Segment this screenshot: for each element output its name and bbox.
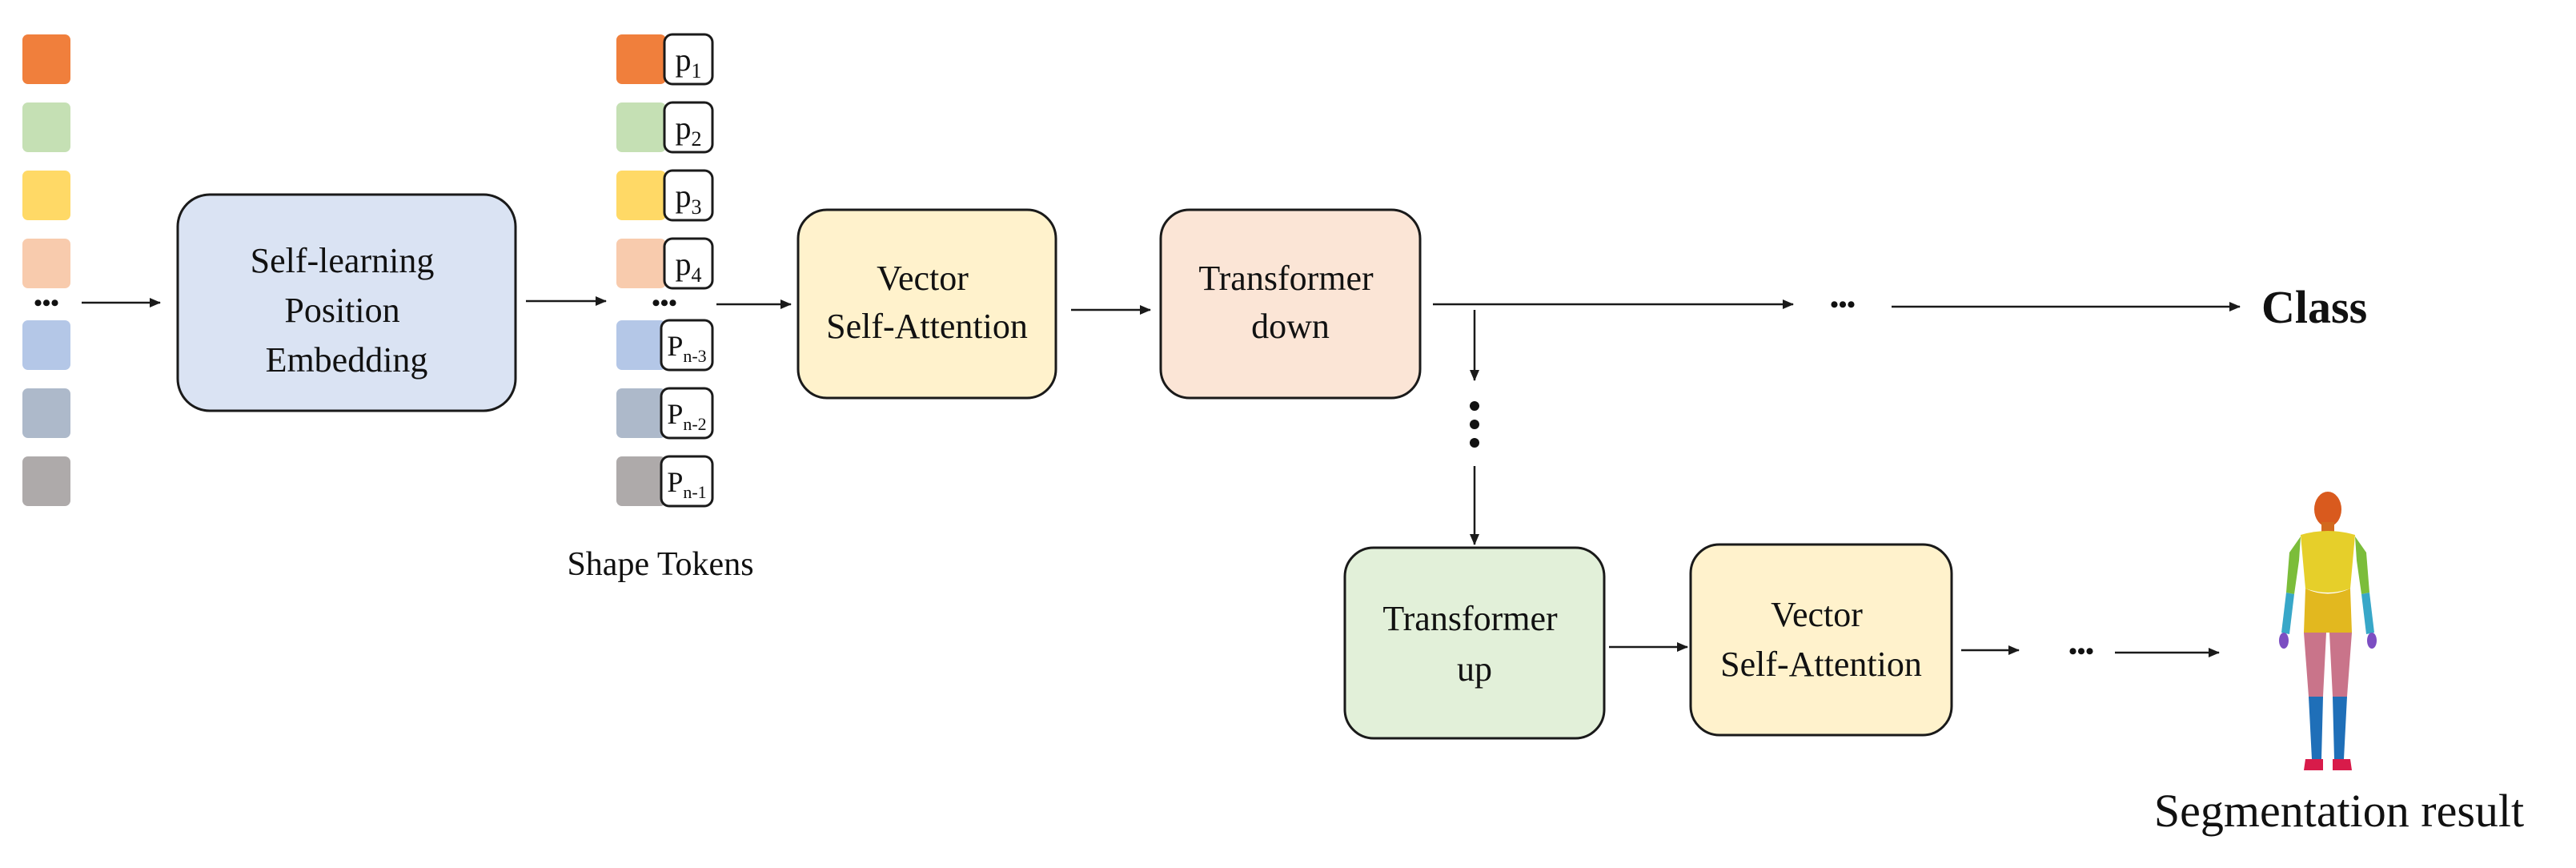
- token-label-7: Pn-1: [660, 455, 714, 508]
- vector-self-attention-block-1: Vector Self-Attention: [796, 208, 1057, 400]
- transformer-down-line-1: Transformer: [1198, 259, 1374, 298]
- svg-text:Pn-3: Pn-3: [667, 330, 706, 366]
- token-1-subscript: 1: [692, 59, 702, 82]
- token-label-4: p4: [663, 237, 714, 290]
- svg-text:Vector Self-Attention: Vector Self-Attention: [1720, 595, 1922, 684]
- input-token-4: [22, 239, 70, 288]
- position-embedding-line-1: Self-learning: [251, 241, 435, 280]
- token-label-1: p1: [663, 33, 714, 86]
- token-4-subscript: 4: [692, 263, 702, 287]
- shape-token-column: p1 p2 p3 p4 ••• Pn-3 Pn-2 Pn-1: [616, 33, 714, 508]
- transformer-up-line-2: up: [1457, 649, 1492, 689]
- transformer-down-block: Transformer down: [1159, 208, 1422, 400]
- svg-text:p4: p4: [676, 246, 702, 287]
- token-label-3: p3: [663, 169, 714, 222]
- input-ellipsis: •••: [34, 290, 59, 316]
- class-output-label: Class: [2261, 281, 2367, 333]
- vertical-ellipsis: [1470, 401, 1479, 448]
- input-token-6: [22, 388, 70, 438]
- token-2-subscript: 2: [692, 127, 702, 151]
- svg-text:Transformer down: Transformer down: [1198, 259, 1382, 346]
- token-6-subscript: n-2: [683, 414, 706, 434]
- svg-text:Pn-1: Pn-1: [667, 466, 706, 502]
- input-token-2: [22, 102, 70, 152]
- vector-self-attention-2-line-1: Vector: [1771, 595, 1863, 634]
- position-embedding-line-2: Position: [284, 291, 399, 330]
- segmented-human-body-icon: [2279, 492, 2377, 770]
- class-branch-ellipsis: •••: [1830, 291, 1856, 318]
- vector-self-attention-2-line-2: Self-Attention: [1720, 645, 1922, 684]
- shape-token-color-3: [616, 171, 666, 220]
- vector-self-attention-1-line-1: Vector: [877, 259, 969, 298]
- token-label-2: p2: [663, 101, 714, 154]
- position-embedding-block: Self-learning Position Embedding: [176, 193, 517, 412]
- shape-token-color-6: [616, 388, 666, 438]
- vector-self-attention-block-2: Vector Self-Attention: [1689, 543, 1953, 737]
- transformer-up-block: Transformer up: [1343, 546, 1606, 740]
- token-1-base: p: [676, 42, 692, 78]
- shape-token-color-1: [616, 34, 666, 84]
- svg-text:Transformer up: Transformer up: [1382, 599, 1566, 689]
- shape-token-color-7: [616, 456, 666, 506]
- token-2-base: p: [676, 110, 692, 146]
- token-6-base: P: [667, 398, 683, 430]
- svg-text:p2: p2: [676, 110, 702, 151]
- svg-text:p3: p3: [676, 178, 702, 219]
- token-label-5: Pn-3: [660, 319, 714, 372]
- segmentation-result-label: Segmentation result: [2154, 785, 2524, 837]
- token-5-subscript: n-3: [683, 346, 706, 366]
- token-4-base: p: [676, 246, 692, 282]
- transformer-up-line-1: Transformer: [1382, 599, 1558, 638]
- shape-token-color-4: [616, 239, 666, 288]
- input-token-5: [22, 320, 70, 370]
- token-7-subscript: n-1: [683, 482, 706, 502]
- position-embedding-line-3: Embedding: [266, 340, 428, 380]
- input-token-7: [22, 456, 70, 506]
- token-label-6: Pn-2: [660, 387, 714, 440]
- input-token-1: [22, 34, 70, 84]
- token-5-base: P: [667, 330, 683, 362]
- token-3-subscript: 3: [692, 195, 702, 219]
- input-token-column: •••: [22, 34, 70, 506]
- shape-token-color-5: [616, 320, 666, 370]
- vector-self-attention-1-line-2: Self-Attention: [826, 307, 1028, 346]
- input-token-3: [22, 171, 70, 220]
- shape-tokens-caption: Shape Tokens: [567, 546, 753, 583]
- segmentation-branch-ellipsis: •••: [2068, 638, 2094, 665]
- svg-text:Vector Self-Attention: Vector Self-Attention: [826, 259, 1028, 346]
- shape-token-color-2: [616, 102, 666, 152]
- svg-text:Pn-2: Pn-2: [667, 398, 706, 434]
- shape-token-ellipsis: •••: [652, 290, 677, 316]
- token-3-base: p: [676, 178, 692, 214]
- transformer-down-line-2: down: [1251, 307, 1330, 346]
- svg-text:p1: p1: [676, 42, 702, 82]
- svg-text:Self-learning Position: Self-learning Position Embedding: [251, 241, 443, 380]
- token-7-base: P: [667, 466, 683, 498]
